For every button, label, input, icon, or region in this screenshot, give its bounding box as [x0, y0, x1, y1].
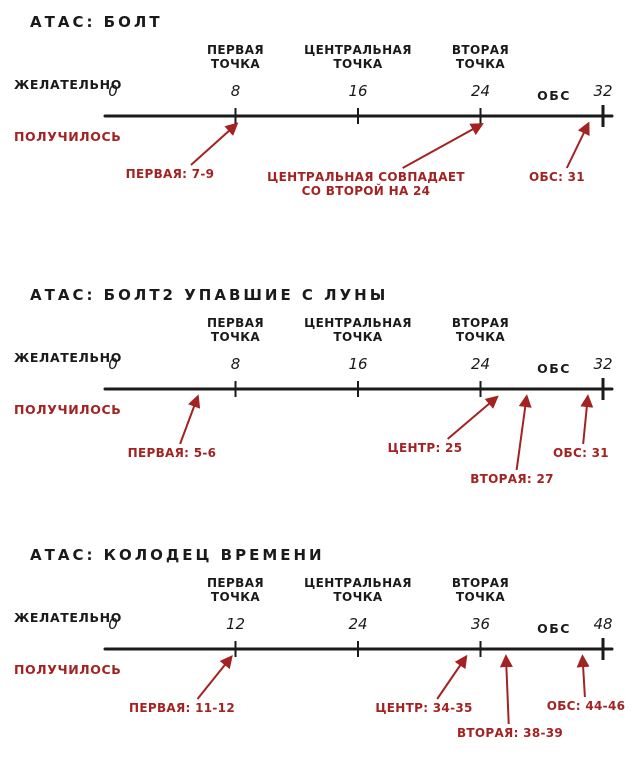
annotation-arrow	[196, 654, 233, 700]
annotation-arrow	[515, 394, 532, 471]
annotation-text: ПЕРВАЯ: 7-9	[126, 167, 215, 181]
point-label: ПЕРВАЯ	[207, 43, 264, 57]
annotation-text: ЦЕНТР: 34-35	[375, 701, 472, 715]
annotation-arrow	[565, 121, 590, 169]
tick-label: 0	[108, 615, 118, 633]
annotation-text: ПЕРВАЯ: 11-12	[129, 701, 235, 715]
point-label: ТОЧКА	[211, 57, 260, 71]
chart-title-bolt2: АТАС: БОЛТ2 УПАВШИЕ С ЛУНЫ	[30, 286, 389, 304]
point-label: ТОЧКА	[333, 330, 382, 344]
chart-title-bolt: АТАС: БОЛТ	[30, 13, 163, 31]
point-label: ЦЕНТРАЛЬНАЯ	[304, 43, 412, 57]
desired-row-label: ЖЕЛАТЕЛЬНО	[14, 350, 122, 365]
tick-label: 24	[471, 355, 490, 373]
point-label: ЦЕНТРАЛЬНАЯ	[304, 316, 412, 330]
annotation-arrow	[190, 122, 239, 166]
annotation-text: СО ВТОРОЙ НА 24	[302, 183, 431, 198]
obs-label: ОБС	[537, 621, 571, 636]
tick-label: 32	[593, 82, 612, 100]
actual-row-label: ПОЛУЧИЛОСЬ	[14, 129, 121, 144]
annotation-arrow	[436, 654, 468, 700]
actual-row-label: ПОЛУЧИЛОСЬ	[14, 662, 121, 677]
point-label: ТОЧКА	[456, 590, 505, 604]
tick-label: 24	[348, 615, 367, 633]
point-label: ПЕРВАЯ	[207, 316, 264, 330]
tick-label: 48	[593, 615, 612, 633]
annotation-arrow	[179, 394, 201, 445]
point-label: ТОЧКА	[333, 590, 382, 604]
point-label: ТОЧКА	[333, 57, 382, 71]
desired-row-label: ЖЕЛАТЕЛЬНО	[14, 610, 122, 625]
tick-label: 8	[231, 355, 241, 373]
tick-label: 36	[471, 615, 490, 633]
point-label: ВТОРАЯ	[452, 43, 509, 57]
annotation-text: ЦЕНТРАЛЬНАЯ СОВПАДАЕТ	[267, 170, 465, 184]
annotation-arrow	[576, 654, 590, 698]
point-label: ЦЕНТРАЛЬНАЯ	[304, 576, 412, 590]
point-label: ВТОРАЯ	[452, 316, 509, 330]
annotation-text: ЦЕНТР: 25	[388, 441, 463, 455]
annotation-arrow	[447, 395, 499, 440]
tick-label: 16	[348, 82, 367, 100]
annotation-text: ВТОРАЯ: 38-39	[457, 726, 563, 740]
annotation-text: ОБС: 44-46	[547, 699, 626, 713]
point-label: ТОЧКА	[456, 330, 505, 344]
desired-row-label: ЖЕЛАТЕЛЬНО	[14, 77, 122, 92]
obs-label: ОБС	[537, 361, 571, 376]
annotation-text: ПЕРВАЯ: 5-6	[128, 446, 217, 460]
annotation-text: ОБС: 31	[553, 446, 609, 460]
annotation-arrow	[580, 394, 594, 445]
tick-label: 8	[231, 82, 241, 100]
point-label: ТОЧКА	[456, 57, 505, 71]
point-label: ПЕРВАЯ	[207, 576, 264, 590]
annotation-text: ОБС: 31	[529, 170, 585, 184]
actual-row-label: ПОЛУЧИЛОСЬ	[14, 402, 121, 417]
tick-label: 0	[108, 82, 118, 100]
annotation-arrow	[402, 123, 484, 169]
annotation-arrow	[499, 654, 513, 725]
chart-title-kolodec: АТАС: КОЛОДЕЦ ВРЕМЕНИ	[30, 546, 325, 564]
point-label: ТОЧКА	[211, 330, 260, 344]
tick-label: 12	[226, 615, 245, 633]
point-label: ВТОРАЯ	[452, 576, 509, 590]
tick-label: 24	[471, 82, 490, 100]
obs-label: ОБС	[537, 88, 571, 103]
tick-label: 16	[348, 355, 367, 373]
point-label: ТОЧКА	[211, 590, 260, 604]
tick-label: 32	[593, 355, 612, 373]
tick-label: 0	[108, 355, 118, 373]
annotation-text: ВТОРАЯ: 27	[470, 472, 554, 486]
